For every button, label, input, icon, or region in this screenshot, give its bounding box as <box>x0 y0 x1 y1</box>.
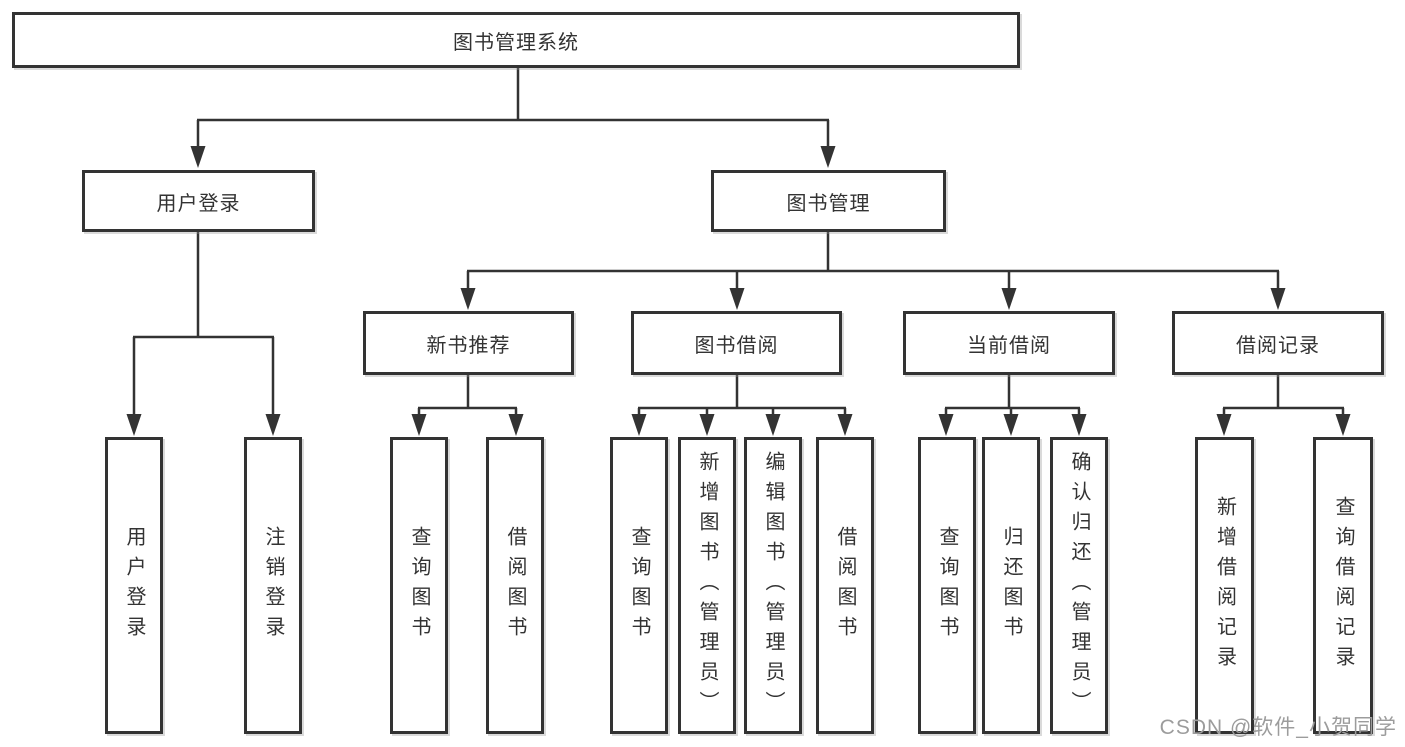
leaf-label: 查询图书 <box>408 525 430 646</box>
node-label: 图书管理系统 <box>453 31 579 54</box>
connector-current-borrow-group <box>938 375 1087 436</box>
node-label: 借阅记录 <box>1236 334 1320 357</box>
leaf-borrow-books-1: 借阅图书 <box>486 437 544 734</box>
node-borrow-records: 借阅记录 <box>1172 311 1384 375</box>
node-label: 图书借阅 <box>694 334 779 357</box>
leaf-label: 查询图书 <box>936 525 958 646</box>
leaf-query-books-1: 查询图书 <box>390 437 448 734</box>
leaf-label: 注销登录 <box>262 525 284 646</box>
leaf-label: 借阅图书 <box>834 525 856 646</box>
node-label: 当前借阅 <box>967 334 1051 357</box>
leaf-label: 新增借阅记录 <box>1213 495 1236 676</box>
connector-root-to-level2 <box>190 68 836 168</box>
leaf-return-books: 归还图书 <box>982 437 1040 734</box>
leaf-logout: 注销登录 <box>244 437 302 734</box>
leaf-add-book-admin: 新增图书（管理员） <box>678 437 736 734</box>
leaf-label: 编辑图书（管理员） <box>762 450 784 721</box>
node-library-management-system: 图书管理系统 <box>12 12 1020 68</box>
node-label: 新书推荐 <box>426 334 511 357</box>
node-label: 图书管理 <box>786 192 871 215</box>
node-current-borrow: 当前借阅 <box>903 311 1115 375</box>
leaf-user-login: 用户登录 <box>105 437 163 734</box>
leaf-label: 新增图书（管理员） <box>696 450 718 721</box>
connector-new-book-group <box>411 375 524 436</box>
leaf-edit-book-admin: 编辑图书（管理员） <box>744 437 802 734</box>
node-book-management: 图书管理 <box>711 170 946 232</box>
leaf-query-books-3: 查询图书 <box>918 437 976 734</box>
node-new-book-recommend: 新书推荐 <box>363 311 574 375</box>
node-label: 用户登录 <box>156 192 241 215</box>
leaf-label: 归还图书 <box>1000 525 1022 646</box>
connector-user-login-group <box>126 232 281 436</box>
leaf-label: 借阅图书 <box>504 525 526 646</box>
leaf-add-borrow-record: 新增借阅记录 <box>1195 437 1254 734</box>
connector-book-borrow-group <box>631 375 853 436</box>
leaf-borrow-books-2: 借阅图书 <box>816 437 874 734</box>
connector-borrow-records-group <box>1216 375 1351 436</box>
leaf-query-books-2: 查询图书 <box>610 437 668 734</box>
leaf-label: 确认归还（管理员） <box>1068 450 1090 721</box>
leaf-label: 查询图书 <box>628 525 650 646</box>
leaf-label: 用户登录 <box>123 525 145 646</box>
leaf-confirm-return-admin: 确认归还（管理员） <box>1050 437 1108 734</box>
connector-book-management-to-level3 <box>460 232 1286 310</box>
leaf-label: 查询借阅记录 <box>1332 495 1354 676</box>
watermark: CSDN @软件_小贺同学 <box>1159 716 1397 739</box>
leaf-query-borrow-record: 查询借阅记录 <box>1313 437 1373 734</box>
node-book-borrow: 图书借阅 <box>631 311 842 375</box>
node-user-login: 用户登录 <box>82 170 315 232</box>
